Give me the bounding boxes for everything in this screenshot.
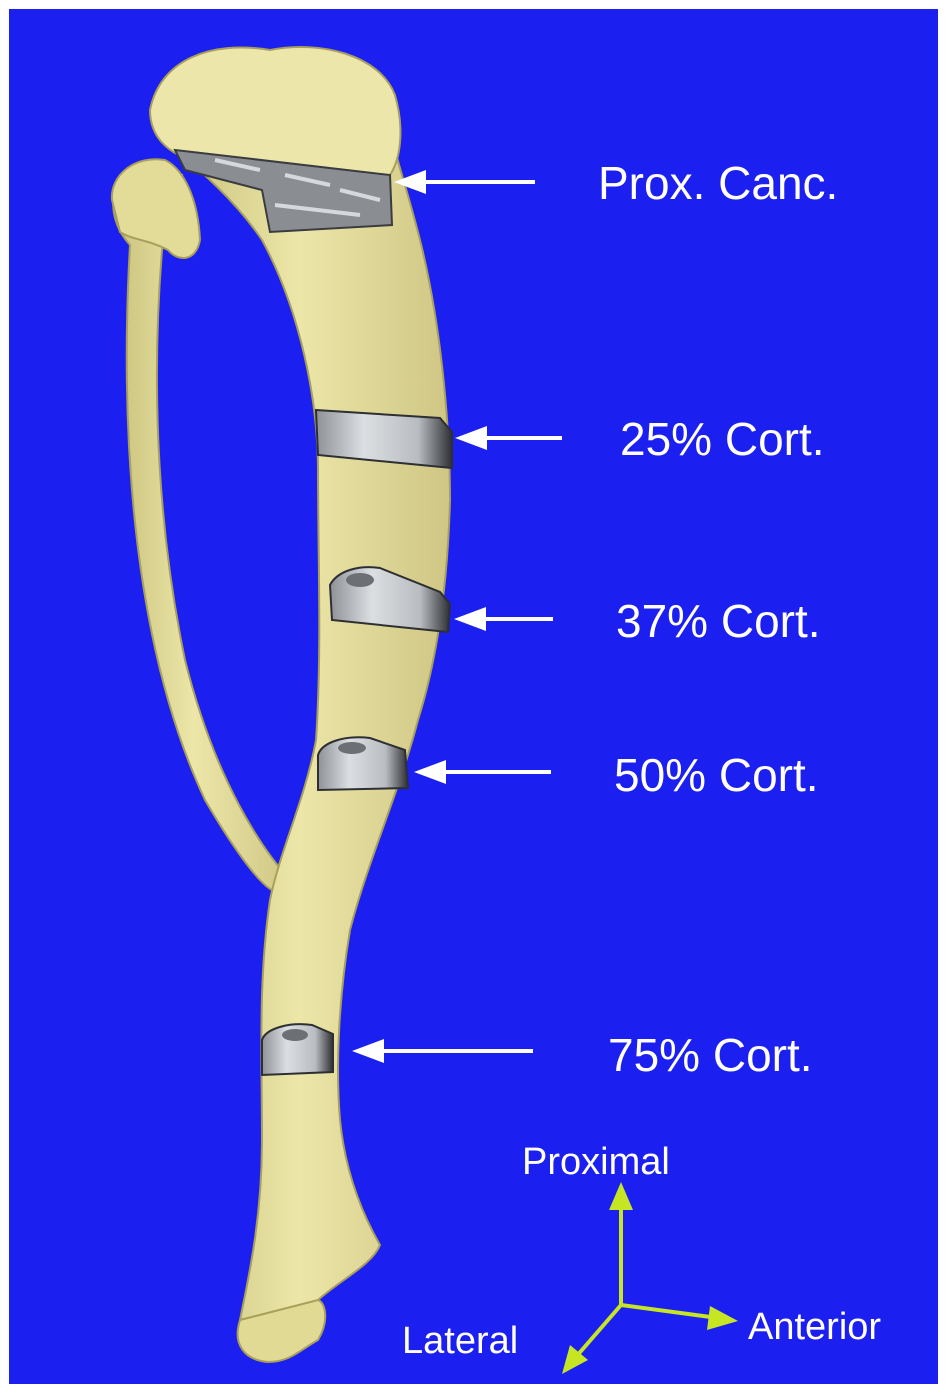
label-37-cort: 37% Cort. (616, 598, 821, 644)
axis-label-proximal: Proximal (522, 1143, 670, 1181)
axis-label-lateral: Lateral (402, 1322, 518, 1360)
section-75-hole (282, 1029, 308, 1041)
label-50-cort: 50% Cort. (614, 752, 819, 798)
label-75-cort: 75% Cort. (608, 1032, 813, 1078)
section-50-hole (338, 742, 366, 754)
label-25-cort: 25% Cort. (620, 416, 825, 462)
section-37-hole (346, 573, 374, 587)
label-prox-canc: Prox. Canc. (598, 160, 838, 206)
axis-label-anterior: Anterior (748, 1308, 881, 1346)
